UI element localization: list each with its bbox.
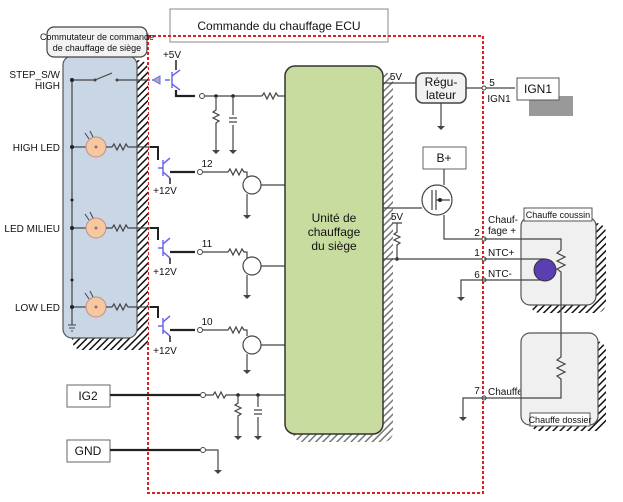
- pin-7: 7: [474, 386, 480, 397]
- cushion-label: Chauffe coussin: [526, 210, 590, 220]
- ntc-pullup: 5V: [383, 212, 484, 261]
- supply-plus12v-1: +12V: [153, 186, 177, 197]
- label-ntc-minus: NTC-: [488, 269, 512, 280]
- ntc-sensor-icon: [533, 258, 557, 282]
- pin-6: 6: [474, 270, 480, 281]
- input-transistor-step: +5V: [151, 50, 286, 154]
- power-mosfet: B+: [383, 146, 484, 240]
- ecu-title: Commande du chauffage ECU: [197, 19, 360, 33]
- label-chauffage-1: Chauf-: [488, 215, 518, 226]
- label-step-sw: STEP_S/W: [9, 70, 60, 81]
- heater-backrest: Chauffe dossier: [484, 332, 606, 431]
- supply-plus12v-3: +12V: [153, 346, 177, 357]
- central-heating-unit: Unité de chauffage du siège: [284, 65, 393, 442]
- ign1-input: 5 IGN1 IGN1: [481, 77, 573, 116]
- pin-12: 12: [201, 159, 213, 170]
- ecu-title-box: Commande du chauffage ECU: [169, 8, 389, 43]
- ign1-label: IGN1: [524, 82, 552, 96]
- led-low: [70, 290, 150, 318]
- gnd-label: GND: [75, 444, 102, 458]
- regulator-5v: 5V: [390, 72, 403, 83]
- led-driver-milieu: +12V 11: [150, 227, 285, 299]
- pin-5: 5: [489, 78, 495, 89]
- gnd-input: GND: [66, 439, 222, 474]
- regulator: 5V Régu- lateur: [383, 72, 515, 130]
- unit-label-line1: Unité de: [312, 211, 357, 225]
- label-chauffe: Chauffe: [488, 387, 523, 398]
- led-milieu: [70, 211, 150, 239]
- pin-2: 2: [474, 228, 480, 239]
- heater-cushion: Chauffe coussin: [484, 207, 606, 340]
- heater-connector: 2 1 6 7 Chauf- fage + NTC+ NTC- Chauffe: [457, 215, 523, 421]
- label-chauffage-2: fage +: [488, 226, 516, 237]
- led-driver-high: +12V 12: [150, 146, 285, 219]
- ground-icon: [68, 324, 76, 332]
- led-driver-low: +12V 10: [150, 306, 285, 374]
- supply-plus5v: +5V: [163, 50, 181, 61]
- ig2-label: IG2: [78, 389, 98, 403]
- regulator-label-line1: Régu-: [425, 75, 458, 89]
- pullup-5v: 5V: [391, 212, 404, 223]
- switch-module: Commutateur de commande de chauffage de …: [40, 26, 154, 350]
- label-ntc-plus: NTC+: [488, 248, 515, 259]
- npn-transistor-icon: [242, 335, 262, 355]
- label-low-led: LOW LED: [15, 303, 60, 314]
- led-high: [70, 130, 150, 158]
- npn-transistor-icon: [242, 175, 262, 195]
- npn-transistor-icon: [242, 256, 262, 276]
- bplus-label: B+: [436, 151, 451, 165]
- backrest-label: Chauffe dossier: [529, 415, 592, 425]
- pin-1: 1: [474, 248, 480, 259]
- unit-label-line2: chauffage: [308, 225, 361, 239]
- switch-module-title-line1: Commutateur de commande: [40, 32, 154, 42]
- label-high-led: HIGH LED: [13, 143, 60, 154]
- label-step-high: HIGH: [35, 81, 60, 92]
- switch-module-title-line2: de chauffage de siège: [53, 43, 141, 53]
- ign1-pin-label: IGN1: [487, 94, 511, 105]
- label-led-milieu: LED MILIEU: [4, 224, 60, 235]
- pin-10: 10: [201, 317, 213, 328]
- pin-11: 11: [202, 239, 213, 250]
- regulator-label-line2: lateur: [426, 88, 456, 102]
- ig2-input: IG2: [66, 384, 285, 440]
- unit-label-line3: du siège: [311, 239, 357, 253]
- switch-contact-icon: [94, 72, 113, 81]
- supply-plus12v-2: +12V: [153, 267, 177, 278]
